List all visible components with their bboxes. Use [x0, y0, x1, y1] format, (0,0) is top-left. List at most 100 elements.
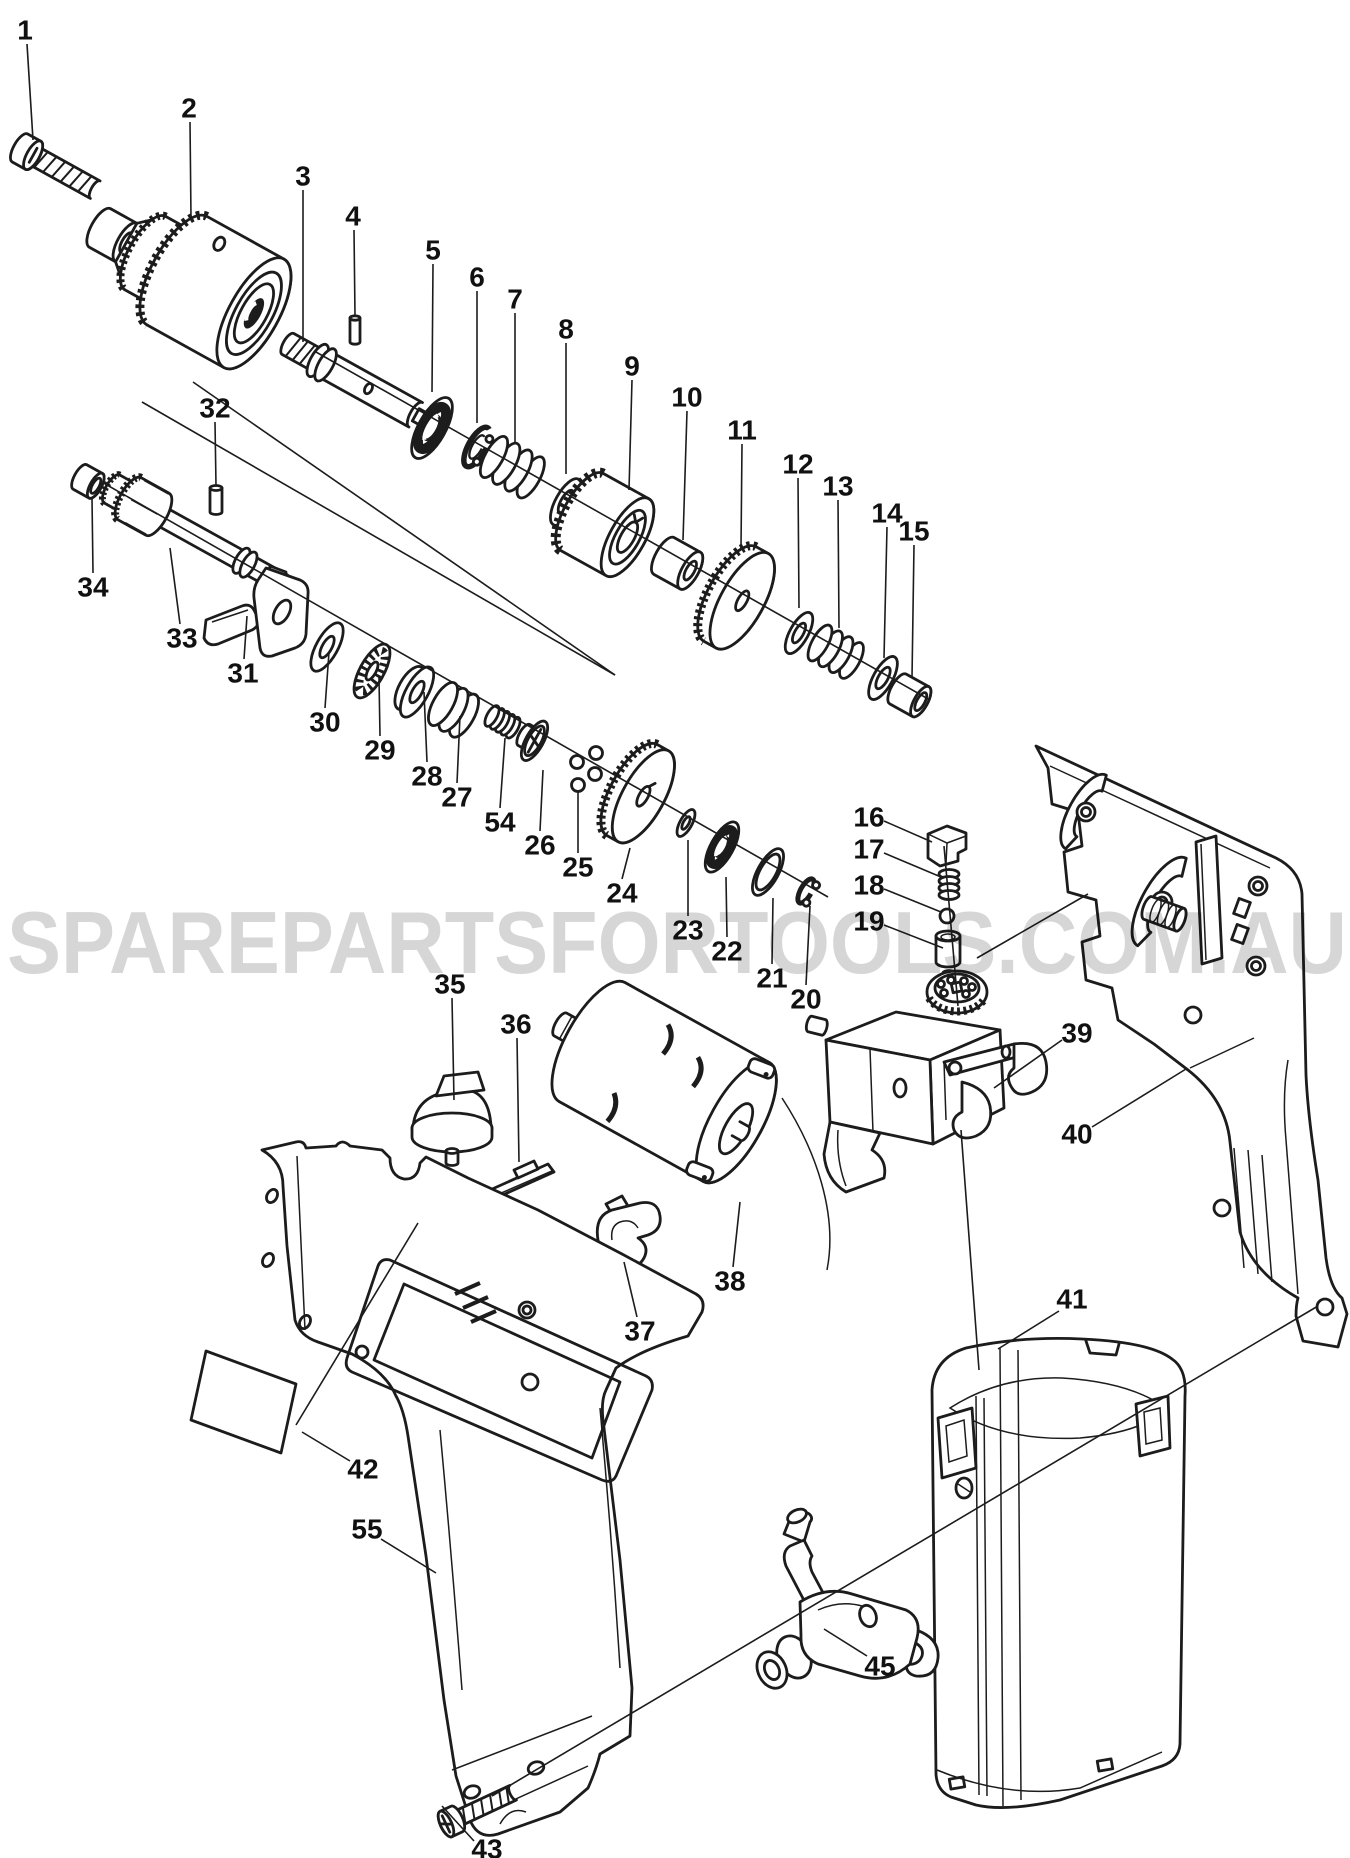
- leader-line-42: [301, 1431, 351, 1462]
- part-27-wave-spring-drawing: [427, 681, 480, 739]
- leader-line-35: [451, 997, 455, 1101]
- part-label-31: 31: [227, 658, 258, 689]
- part-40-housing-right-drawing: [1034, 744, 1349, 1349]
- part-label-37: 37: [624, 1316, 655, 1347]
- assembly-line-1: [315, 351, 931, 701]
- leader-line-4: [353, 229, 356, 317]
- part-3-spindle-drawing: [279, 331, 432, 429]
- part-25-balls-drawing: [569, 745, 604, 793]
- leader-line-12: [797, 477, 800, 609]
- leader-line-27: [456, 715, 461, 784]
- part-6-retaining-ring-drawing: [461, 424, 495, 470]
- part-35-knob-drawing: [410, 1070, 494, 1167]
- part-9-gear-drawing: [550, 467, 656, 579]
- leader-line-45: [823, 1628, 868, 1657]
- part-label-8: 8: [558, 314, 574, 345]
- assembly-line-4: [141, 401, 616, 676]
- part-15-bushing-drawing: [886, 672, 933, 719]
- part-label-9: 9: [624, 351, 640, 382]
- part-labels: 1234567891011121314151617181920212223242…: [17, 15, 1187, 1858]
- leader-line-15: [911, 544, 915, 679]
- part-label-16: 16: [853, 802, 884, 833]
- part-label-27: 27: [441, 782, 472, 813]
- part-label-54: 54: [484, 807, 516, 838]
- part-label-38: 38: [714, 1266, 745, 1297]
- part-label-10: 10: [671, 382, 702, 413]
- leader-line-33: [169, 547, 181, 625]
- part-label-3: 3: [295, 161, 311, 192]
- leader-line-17: [883, 852, 942, 878]
- part-label-43: 43: [471, 1834, 502, 1858]
- part-2-chuck-drawing: [85, 206, 293, 371]
- part-26-screw-drawing: [515, 719, 550, 762]
- assembly-line-7: [960, 1129, 980, 1371]
- leader-line-24: [621, 847, 631, 880]
- part-28-washer-drawing: [393, 665, 436, 719]
- part-label-5: 5: [425, 235, 441, 266]
- leader-line-2: [189, 121, 192, 219]
- part-1-screw-drawing: [9, 132, 102, 200]
- part-10-spacer-drawing: [650, 535, 705, 591]
- part-label-12: 12: [782, 449, 813, 480]
- part-label-6: 6: [469, 262, 485, 293]
- leader-line-39: [993, 1039, 1063, 1089]
- part-label-41: 41: [1056, 1284, 1087, 1315]
- part-label-42: 42: [347, 1454, 378, 1485]
- part-label-30: 30: [309, 707, 340, 738]
- part-7-spring-drawing: [478, 435, 546, 500]
- part-label-28: 28: [411, 761, 442, 792]
- leader-line-29: [378, 677, 381, 737]
- part-label-34: 34: [77, 572, 109, 603]
- part-label-55: 55: [351, 1514, 382, 1545]
- leader-line-40: [1091, 1068, 1187, 1128]
- part-label-11: 11: [727, 415, 757, 446]
- part-label-26: 26: [524, 830, 555, 861]
- part-label-7: 7: [507, 284, 523, 315]
- leader-line-1: [26, 43, 34, 141]
- leader-line-18: [883, 888, 942, 913]
- leader-line-30: [324, 651, 330, 709]
- leader-line-19: [883, 924, 944, 949]
- part-23-washer-drawing: [675, 808, 697, 838]
- part-14-washer-drawing: [867, 655, 899, 701]
- part-34-bushing-drawing: [70, 463, 106, 500]
- part-13-spring-drawing: [806, 623, 865, 680]
- part-29-toothed-washer-drawing: [352, 642, 392, 700]
- part-label-24: 24: [606, 878, 638, 909]
- leader-line-16: [883, 820, 933, 843]
- leader-line-21: [771, 897, 774, 965]
- part-label-29: 29: [364, 735, 395, 766]
- leader-line-13: [837, 499, 840, 629]
- part-label-19: 19: [853, 906, 884, 937]
- leader-line-5: [431, 263, 434, 393]
- part-4-pin-drawing: [348, 314, 362, 346]
- part-17-spring-drawing: [937, 868, 961, 901]
- leader-line-43: [441, 1805, 475, 1842]
- part-label-15: 15: [898, 516, 929, 547]
- assembly-lines: [99, 351, 1319, 1797]
- leader-line-28: [423, 691, 428, 763]
- assembly-line-5: [192, 381, 616, 676]
- part-22-bearing-drawing: [703, 820, 741, 874]
- part-label-4: 4: [345, 201, 361, 232]
- part-43-screw-drawing: [436, 1784, 518, 1839]
- part-5-bearing-drawing: [410, 396, 454, 460]
- assembly-line-6: [976, 893, 1089, 959]
- part-32-pin-drawing: [208, 484, 224, 516]
- leader-line-11: [740, 443, 743, 549]
- part-54-spring-drawing: [483, 704, 522, 740]
- part-label-1: 1: [17, 15, 33, 46]
- part-30-washer-drawing: [309, 621, 345, 673]
- part-label-23: 23: [672, 915, 703, 946]
- leader-line-36: [516, 1037, 520, 1163]
- part-label-40: 40: [1061, 1119, 1092, 1150]
- part-41-battery-drawing: [930, 1337, 1187, 1809]
- part-39-switch-drawing: [804, 1010, 1049, 1194]
- part-label-45: 45: [864, 1651, 895, 1682]
- part-21-ring-drawing: [751, 847, 785, 897]
- leader-line-55: [380, 1538, 437, 1574]
- part-label-18: 18: [853, 870, 884, 901]
- leader-line-32: [214, 421, 217, 487]
